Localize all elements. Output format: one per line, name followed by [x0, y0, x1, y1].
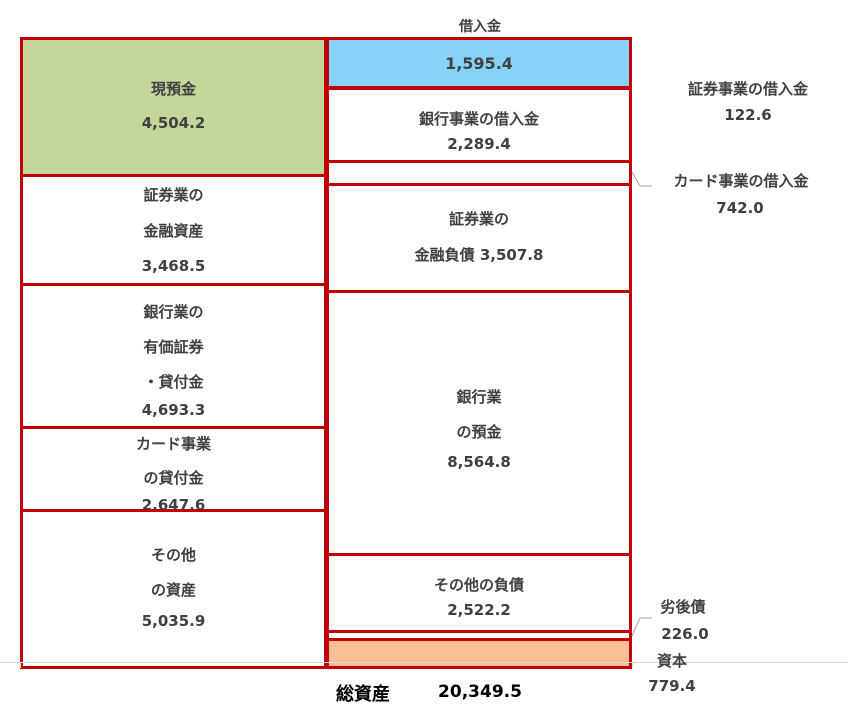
liab-value: 2,522.2	[447, 601, 511, 619]
asset-label: 有価証券	[143, 338, 204, 356]
securities-borrowings-value: 122.6	[724, 106, 772, 124]
asset-value: 4,504.2	[141, 114, 206, 132]
asset-label: 金融資産	[143, 222, 204, 240]
asset-block-securities: 証券業の 金融資産 3,468.5	[20, 174, 327, 286]
asset-label: 現預金	[150, 80, 196, 98]
asset-value: 3,468.5	[141, 257, 206, 275]
asset-label: の貸付金	[143, 469, 204, 487]
asset-label: 証券業の	[143, 186, 204, 204]
liab-block-other: その他の負債 2,522.2	[326, 553, 632, 633]
securities-borrowings-label: 証券事業の借入金	[687, 80, 808, 98]
asset-label: カード事業	[135, 435, 211, 453]
subordinated-value: 226.0	[661, 625, 709, 643]
card-borrowings-leader	[631, 171, 652, 187]
asset-label: 銀行業の	[143, 303, 204, 321]
asset-label: ・貸付金	[143, 373, 204, 391]
liab-label: 金融負債 3,507.8	[414, 246, 544, 264]
asset-label: その他	[150, 546, 196, 564]
card-borrowings-value: 742.0	[716, 199, 764, 217]
asset-label: の資産	[150, 581, 196, 599]
liab-block-bank-deposits: 銀行業 の預金 8,564.8	[326, 290, 632, 556]
asset-block-card-loans: カード事業 の貸付金 2,647.6	[20, 426, 327, 514]
x-axis-tick	[20, 662, 21, 668]
liab-block-equity	[326, 638, 632, 669]
subordinated-label: 劣後債	[660, 598, 706, 616]
liab-block-bank-borrowings: 銀行事業の借入金 2,289.4	[326, 87, 632, 163]
asset-block-cash: 現預金 4,504.2	[20, 37, 327, 177]
total-value: 20,349.5	[438, 682, 522, 702]
liab-value: 8,564.8	[447, 453, 511, 471]
liab-label: 銀行業	[456, 388, 502, 406]
x-axis-line	[0, 662, 848, 663]
borrowings-header: 借入金	[459, 19, 501, 35]
liab-block-borrowings: 1,595.4	[326, 37, 632, 89]
equity-label: 資本	[656, 652, 687, 670]
asset-value: 4,693.3	[141, 401, 206, 419]
subordinated-leader	[631, 617, 652, 637]
x-axis-tick	[632, 662, 633, 668]
card-borrowings-label: カード事業の借入金	[673, 172, 809, 190]
liab-block-securities-liabilities: 証券業の 金融負債 3,507.8	[326, 183, 632, 293]
asset-block-bank-securities-loans: 銀行業の 有価証券 ・貸付金 4,693.3	[20, 283, 327, 429]
liab-label: 証券業の	[448, 210, 509, 228]
equity-value: 779.4	[648, 677, 696, 695]
liab-label: の預金	[456, 423, 502, 441]
liab-label: 銀行事業の借入金	[418, 110, 539, 128]
liab-value: 2,289.4	[447, 135, 511, 153]
total-label: 総資産	[336, 684, 390, 705]
asset-value: 5,035.9	[141, 612, 206, 630]
liab-label: その他の負債	[433, 576, 524, 594]
liab-value: 1,595.4	[445, 54, 513, 73]
asset-block-other: その他 の資産 5,035.9	[20, 509, 327, 669]
